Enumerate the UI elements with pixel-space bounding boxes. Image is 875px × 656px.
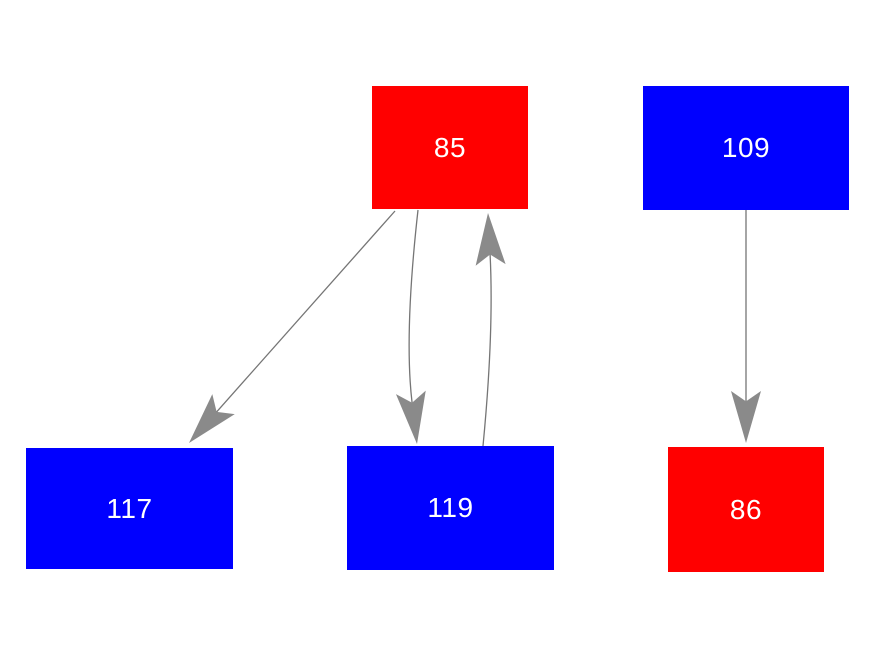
node-109-label: 109 xyxy=(721,132,771,163)
arrowhead-119-85 xyxy=(475,213,506,266)
arrowhead-109-86 xyxy=(731,391,761,443)
node-119-label: 119 xyxy=(427,492,474,523)
edge-85-119 xyxy=(408,209,419,403)
edge-119-85 xyxy=(482,254,492,447)
node-117: 117 xyxy=(26,448,233,569)
node-119: 119 xyxy=(347,446,554,570)
node-85-label: 85 xyxy=(433,131,467,163)
node-85: 85 xyxy=(372,86,528,209)
arrowhead-85-117 xyxy=(189,394,235,443)
node-86: 86 xyxy=(668,447,824,572)
arrowhead-85-119 xyxy=(395,390,426,444)
node-86-label: 86 xyxy=(729,493,763,525)
node-109: 109 xyxy=(643,86,849,210)
node-117-label: 117 xyxy=(106,492,153,524)
edge-85-117 xyxy=(216,210,396,413)
